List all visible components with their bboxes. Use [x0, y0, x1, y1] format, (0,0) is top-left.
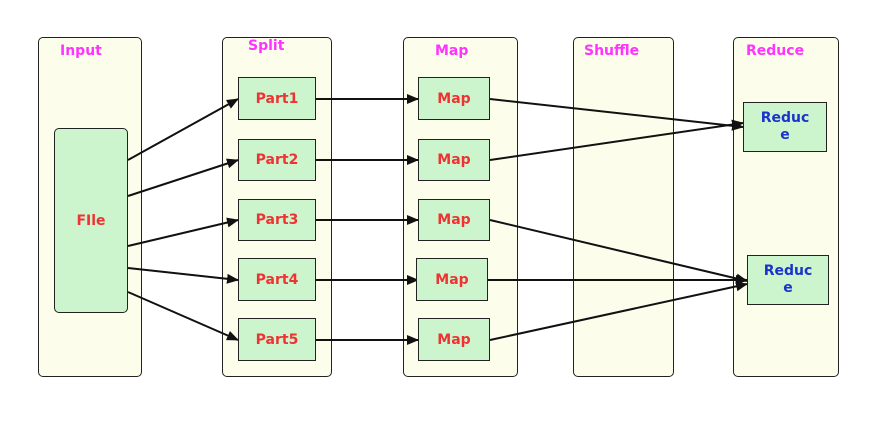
edge-file-part5 [127, 291, 239, 341]
reduce-node-1-label-line1: Reduc [760, 110, 810, 126]
edge-map3-reduce2 [489, 219, 748, 284]
map-node-1: Map [418, 77, 490, 120]
edge-file-part1 [127, 98, 239, 161]
reduce-node-2: Reduc e [747, 255, 829, 305]
lane-title-reduce: Reduce [746, 43, 805, 59]
edge-map1-reduce1 [489, 98, 744, 131]
lane-shuffle [573, 37, 674, 377]
map-node-2: Map [418, 139, 490, 181]
part-node-3: Part3 [238, 199, 316, 241]
edge-file-part2 [127, 158, 239, 197]
part-node-4: Part4 [238, 258, 316, 301]
edge-file-part3 [127, 217, 239, 247]
edge-map2-reduce1 [489, 119, 744, 161]
reduce-node-2-label-line1: Reduc [763, 263, 813, 279]
lane-title-split: Split [248, 38, 285, 54]
part-node-1: Part1 [238, 77, 316, 120]
reduce-node-1-label-line2: e [780, 127, 790, 143]
part-node-5: Part5 [238, 318, 316, 361]
map-node-5: Map [418, 318, 490, 361]
lane-title-map: Map [435, 43, 469, 59]
edge-file-part4 [127, 267, 239, 284]
map-node-4: Map [416, 258, 488, 301]
edge-map5-reduce2 [489, 281, 748, 341]
lane-title-input: Input [60, 43, 102, 59]
file-node: FIle [54, 128, 128, 313]
reduce-node-1: Reduc e [743, 102, 827, 152]
part-node-2: Part2 [238, 139, 316, 181]
reduce-node-2-label-line2: e [783, 280, 793, 296]
lane-title-shuffle: Shuffle [584, 43, 640, 59]
map-node-3: Map [418, 199, 490, 241]
lane-reduce [733, 37, 839, 377]
